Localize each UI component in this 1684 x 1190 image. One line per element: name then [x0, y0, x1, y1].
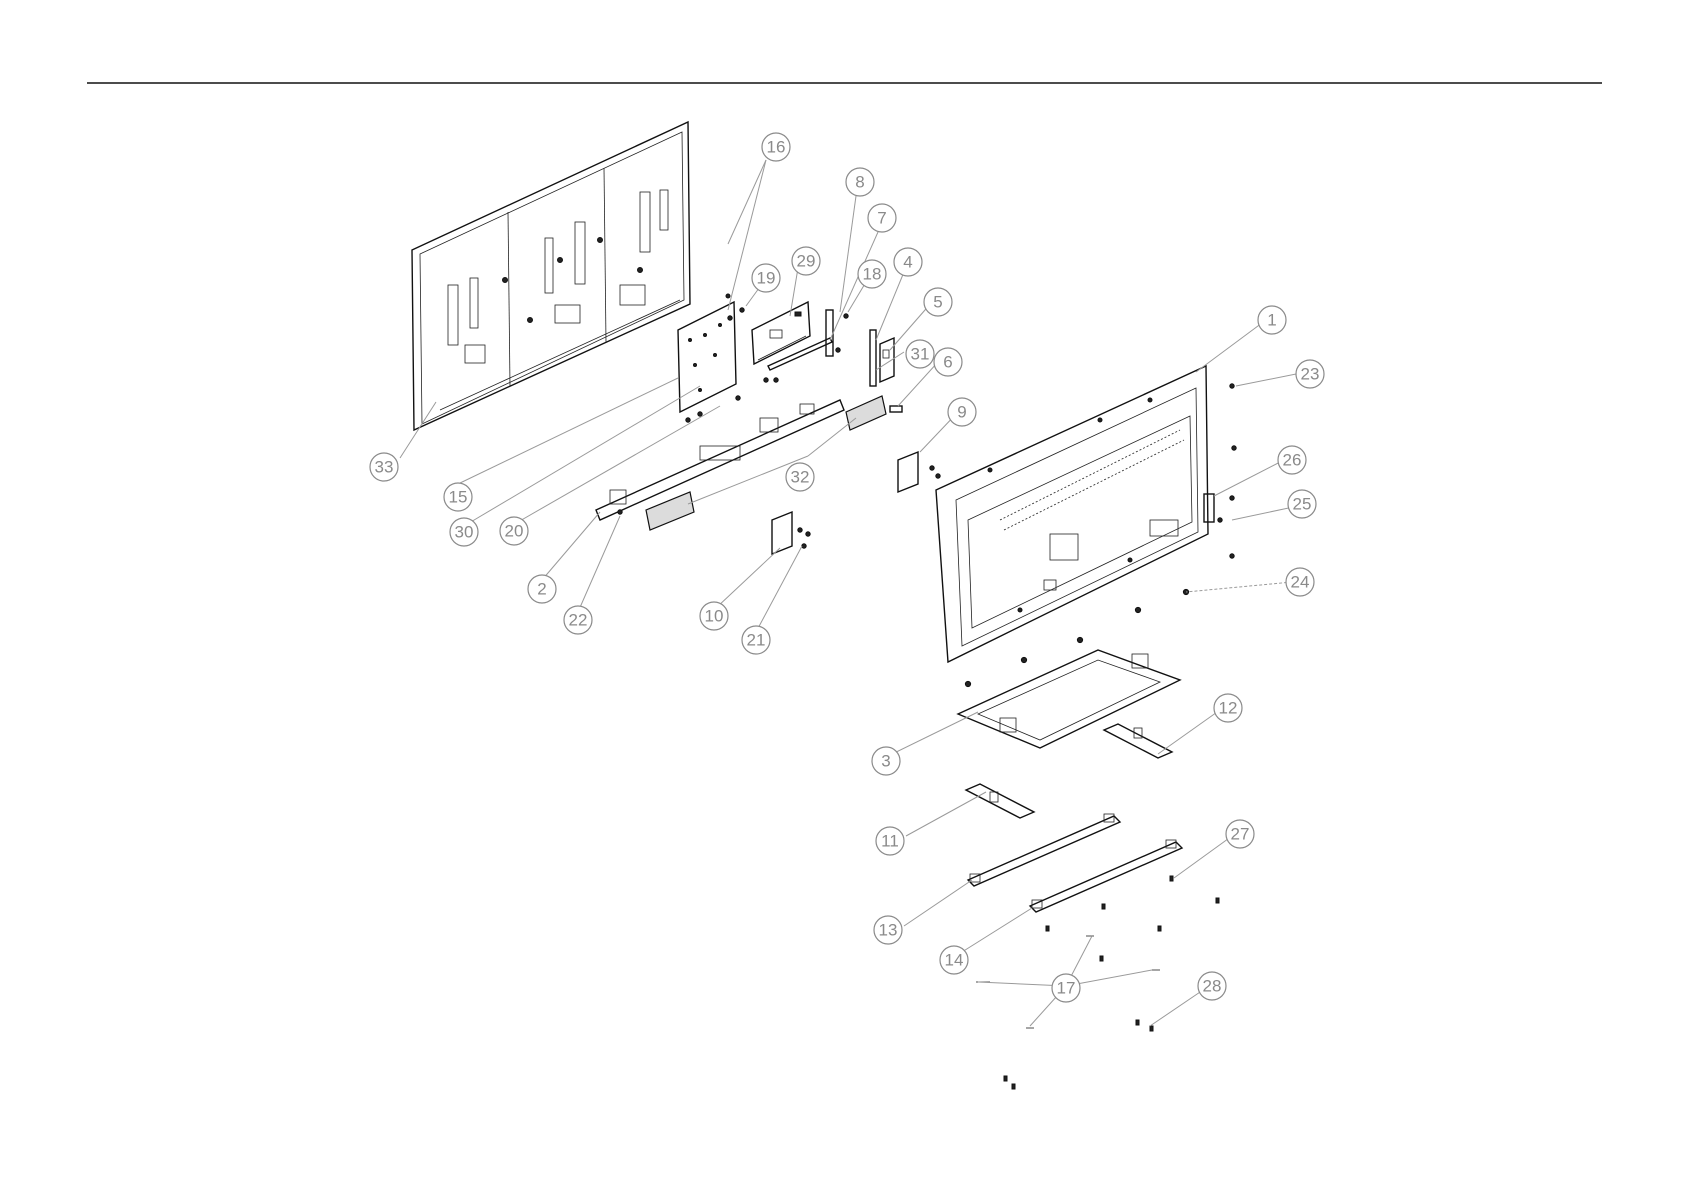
callout-26: 26 — [1278, 446, 1306, 474]
svg-text:10: 10 — [705, 607, 724, 626]
svg-text:15: 15 — [449, 488, 468, 507]
svg-text:17: 17 — [1057, 979, 1076, 998]
screw-group-back-cover — [965, 384, 1236, 687]
callout-13: 13 — [874, 916, 902, 944]
svg-text:21: 21 — [747, 631, 766, 650]
part-26-bracket — [1204, 494, 1214, 522]
callout-7: 7 — [868, 204, 896, 232]
callout-15: 15 — [444, 483, 472, 511]
callout-33: 33 — [370, 453, 398, 481]
callout-12: 12 — [1214, 694, 1242, 722]
callout-10: 10 — [700, 602, 728, 630]
callout-30: 30 — [450, 518, 478, 546]
callout-18: 18 — [858, 260, 886, 288]
part-9-bracket — [898, 452, 918, 492]
callout-23: 23 — [1296, 360, 1324, 388]
callout-16: 16 — [762, 133, 790, 161]
svg-text:3: 3 — [881, 752, 890, 771]
svg-text:26: 26 — [1283, 451, 1302, 470]
svg-text:11: 11 — [881, 832, 899, 851]
svg-text:20: 20 — [505, 522, 524, 541]
callout-21: 21 — [742, 626, 770, 654]
part-33-lcd-panel — [412, 122, 690, 430]
callout-22: 22 — [564, 606, 592, 634]
callout-8: 8 — [846, 168, 874, 196]
svg-text:31: 31 — [911, 345, 930, 364]
part-3-stand-frame — [958, 650, 1180, 748]
svg-text:30: 30 — [455, 523, 474, 542]
svg-text:12: 12 — [1219, 699, 1238, 718]
part-12-foot — [1104, 724, 1172, 758]
part-11-foot — [966, 784, 1034, 818]
callout-6: 6 — [934, 348, 962, 376]
svg-text:23: 23 — [1301, 365, 1320, 384]
part-4-bracket — [870, 330, 876, 386]
svg-text:8: 8 — [855, 173, 864, 192]
part-10-bracket — [772, 512, 792, 554]
svg-text:18: 18 — [863, 265, 882, 284]
callout-31: 31 — [906, 340, 934, 368]
part-29-main-board — [752, 302, 810, 364]
svg-text:2: 2 — [537, 580, 546, 599]
callout-24: 24 — [1286, 568, 1314, 596]
callout-19: 19 — [752, 264, 780, 292]
callout-27: 27 — [1226, 820, 1254, 848]
callout-9: 9 — [948, 398, 976, 426]
screw-group-stand — [976, 876, 1219, 1089]
callout-5: 5 — [924, 288, 952, 316]
callout-3: 3 — [872, 747, 900, 775]
callout-14: 14 — [940, 946, 968, 974]
svg-text:4: 4 — [903, 253, 912, 272]
svg-text:33: 33 — [375, 458, 394, 477]
svg-text:25: 25 — [1293, 495, 1312, 514]
svg-text:28: 28 — [1203, 977, 1222, 996]
callout-20: 20 — [500, 517, 528, 545]
part-7-strip — [768, 338, 832, 370]
svg-text:29: 29 — [797, 252, 816, 271]
svg-text:1: 1 — [1267, 311, 1276, 330]
svg-text:6: 6 — [943, 353, 952, 372]
svg-text:5: 5 — [933, 293, 942, 312]
part-13-rail — [968, 814, 1120, 886]
part-6 — [890, 406, 902, 412]
callout-17: 17 — [1052, 974, 1080, 1002]
part-2-rail — [596, 400, 844, 520]
svg-text:19: 19 — [757, 269, 776, 288]
callout-32: 32 — [786, 463, 814, 491]
part-15-power-board — [678, 302, 736, 412]
callout-1: 1 — [1258, 306, 1286, 334]
callout-28: 28 — [1198, 972, 1226, 1000]
callout-29: 29 — [792, 247, 820, 275]
svg-text:24: 24 — [1291, 573, 1310, 592]
svg-text:13: 13 — [879, 921, 898, 940]
svg-text:16: 16 — [767, 138, 786, 157]
part-32-speaker-right — [846, 396, 886, 430]
svg-text:27: 27 — [1231, 825, 1250, 844]
svg-text:7: 7 — [877, 209, 886, 228]
callout-25: 25 — [1288, 490, 1316, 518]
svg-text:9: 9 — [957, 403, 966, 422]
part-1-back-cover — [936, 366, 1208, 662]
callout-4: 4 — [894, 248, 922, 276]
svg-text:22: 22 — [569, 611, 588, 630]
callout-2: 2 — [528, 575, 556, 603]
part-32-speaker-left — [646, 492, 694, 530]
callout-11: 11 — [876, 827, 904, 855]
part-8-keypad-board — [826, 310, 833, 356]
svg-text:14: 14 — [945, 951, 964, 970]
svg-text:32: 32 — [791, 468, 810, 487]
